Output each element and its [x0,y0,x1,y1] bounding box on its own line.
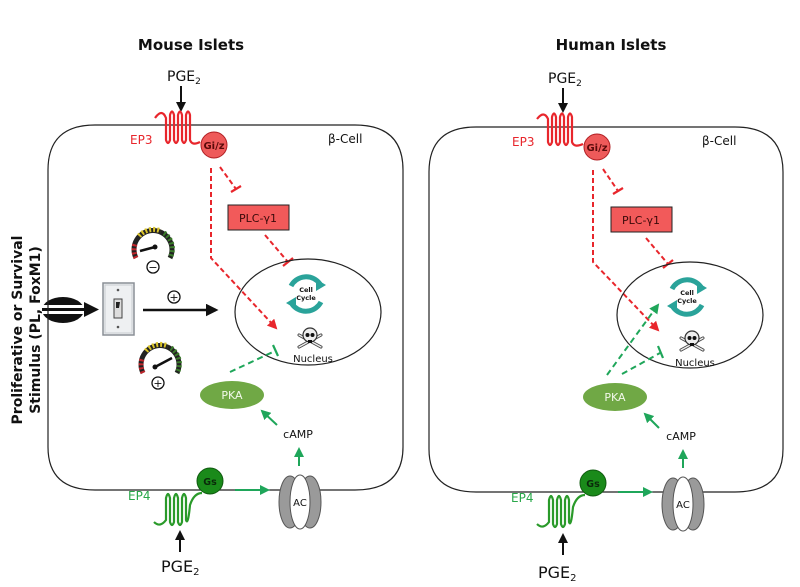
cell-cycle-icon: Cell Cycle [667,277,707,317]
panel-human-islets: Human Islets β-Cell PGE2 EP3 Gi/z PLC-γ1… [428,36,784,584]
plc-gamma1-label: PLC-γ1 [622,214,660,227]
gi-z-protein [200,131,228,159]
gauge-decrease-sign: − [148,261,157,274]
plc-inhibit-bar [282,257,294,267]
ep3-receptor [536,112,584,147]
beta-cell-membrane [428,126,784,493]
pka-inhibit-bar [271,344,280,357]
gi-z-label: Gi/z [586,143,607,154]
giz-promotes-death-arrow [210,168,278,330]
pka-label: PKA [604,391,626,404]
svg-text:Cell: Cell [680,289,694,297]
gs-label: Gs [203,477,217,488]
gi-z-protein [583,133,611,161]
giz-inhibits-plc [602,168,619,192]
ac-label: AC [293,498,307,509]
panel-mouse-islets: Mouse Islets β-Cell PGE2 EP3 Gi/z PLC-γ1… [47,36,404,578]
stimulus-icon [42,297,99,323]
svg-text:+: + [169,291,178,304]
plc-inhibits-cell-cycle [645,237,669,265]
camp-label: cAMP [283,428,313,441]
adenylyl-cyclase: AC [661,476,705,532]
pka-promotes-cell-cycle-arrow [606,303,660,376]
ligand-top: PGE2 [548,71,582,89]
cell-label: β-Cell [328,132,362,146]
svg-text:Cycle: Cycle [677,297,697,305]
nucleus [234,258,382,366]
nucleus-label: Nucleus [293,354,333,365]
plc-gamma1-box [227,204,290,231]
svg-text:Cycle: Cycle [296,294,316,302]
camp-to-pka-arrow [260,409,278,426]
nucleus [616,261,764,369]
stimulus-label: Proliferative or Survival Stimulus (PL, … [10,236,44,425]
cell-label: β-Cell [702,134,736,148]
light-switch-icon [102,282,135,336]
ep4-label: EP4 [511,491,533,505]
pka-inhibit-bar [656,345,665,359]
giz-inhibit-bar [230,185,242,193]
switch-plus-sign: + [167,290,181,304]
plc-gamma1-box [610,206,673,233]
beta-cell-membrane [47,124,404,491]
skull-crossbones-icon [297,327,323,349]
ep3-label: EP3 [512,135,534,149]
pka-inhibits-death [229,350,276,373]
cell-cycle-icon: Cell Cycle [286,274,326,314]
panel-title: Mouse Islets [138,36,244,54]
skull-crossbones-icon [679,330,705,352]
ep4-label: EP4 [128,489,150,503]
ep3-receptor [154,110,201,145]
ep4-receptor [536,493,586,529]
camp-label: cAMP [666,430,696,443]
camp-to-pka-arrow [643,412,660,429]
gs-protein [579,469,607,497]
gs-protein [196,467,224,495]
giz-promotes-death-arrow [592,170,660,332]
ac-label: AC [676,500,690,511]
gs-label: Gs [586,479,600,490]
gauge-increase-sign: + [153,377,162,390]
gi-z-label: Gi/z [203,141,224,152]
nucleus-label: Nucleus [675,358,715,369]
giz-inhibits-plc [219,166,237,190]
plc-gamma1-label: PLC-γ1 [239,212,277,225]
ep3-label: EP3 [130,133,152,147]
ep4-receptor [153,491,203,527]
ligand-bottom: PGE2 [538,563,577,584]
stimulus-label-line2: Stimulus (PL, FoxM1) [28,246,44,414]
svg-text:Cell: Cell [299,286,313,294]
ligand-top: PGE2 [167,69,201,87]
ligand-bottom: PGE2 [161,557,200,578]
pka-label: PKA [221,389,243,402]
gauge-decrease-icon: − [131,226,175,274]
giz-inhibit-bar [612,187,624,195]
pka [583,383,647,411]
plc-inhibits-cell-cycle [264,234,289,263]
pka [200,381,264,409]
gauge-increase-icon: + [138,341,182,390]
pka-inhibits-death [621,352,661,375]
stimulus-label-line1: Proliferative or Survival [10,236,26,425]
adenylyl-cyclase: AC [278,474,322,530]
panel-title: Human Islets [556,36,667,54]
